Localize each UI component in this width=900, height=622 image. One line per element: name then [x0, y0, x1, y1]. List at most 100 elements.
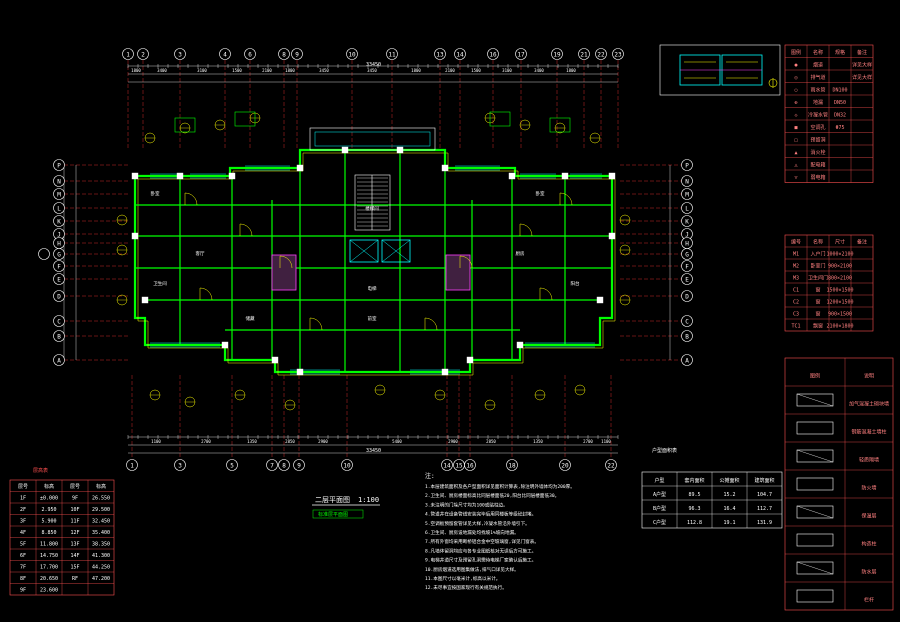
table-cell: 23.600 [40, 588, 58, 594]
column [561, 172, 569, 180]
dim-text-top: 1500 [232, 68, 242, 73]
table-header-cell: 标高 [44, 483, 54, 490]
column [516, 341, 524, 349]
table-cell: 卧室门 [810, 262, 825, 269]
axis-bubble-left [53, 315, 65, 327]
table-header-cell: 名称 [813, 238, 823, 245]
dim-text-top: 1800 [285, 68, 295, 73]
door-swing [459, 255, 473, 269]
column [441, 368, 449, 376]
legend-swatch-hatch [796, 393, 834, 407]
axis-bubble-right [681, 330, 693, 342]
room-label: 前室 [368, 315, 377, 322]
table-cell: 保温层 [861, 513, 876, 520]
column [341, 146, 349, 154]
total-dim-top: 33450 [366, 62, 381, 68]
dim-text-bottom: 1100 [151, 439, 161, 444]
dim-text-top: 2100 [445, 68, 455, 73]
column [396, 146, 404, 154]
door-swing [239, 223, 253, 237]
note-line: 7.所有外窗均采用断桥铝合金中空玻璃窗,详见门窗表。 [425, 538, 539, 545]
axis-bubble-left [53, 202, 65, 214]
table-cell: C户型 [653, 519, 666, 526]
column [608, 232, 616, 240]
axis-bubble-bottom [174, 459, 186, 471]
axis-bubble-top [291, 48, 303, 60]
dim-text-top: 1800 [411, 68, 421, 73]
column [466, 356, 474, 364]
shaft [271, 254, 297, 291]
axis-bubble-right [681, 188, 693, 200]
axis-bubble-bottom [126, 459, 138, 471]
table-cell: 栏杆 [864, 597, 874, 604]
table-cell: DN32 [834, 112, 846, 118]
table-header-cell: 说明 [864, 373, 874, 380]
table-header-cell: 套内面积 [684, 477, 704, 484]
table-cell: 6F [20, 553, 26, 559]
axis-label-bottom: 9 [297, 463, 301, 470]
annotation-box [174, 117, 196, 133]
table-cell: ◎ [794, 75, 797, 81]
dim-text-top: 3400 [534, 68, 544, 73]
table-cell: 9F [72, 496, 78, 502]
table-cell: 19.1 [723, 520, 735, 526]
axis-bubble-bottom [226, 459, 238, 471]
subtitle-box [312, 509, 364, 519]
floor-plan: 卧室卧室客厅厨房卫生间阳台电梯楼梯间前室储藏 [116, 111, 631, 411]
legend-swatch [796, 393, 834, 407]
axis-label-right: L [685, 206, 689, 213]
table-cell: 钢筋混凝土墙柱 [851, 429, 886, 436]
table-cell: 卫生间门 [808, 274, 828, 281]
table-cell: 131.9 [757, 520, 772, 526]
axis-bubble-bottom [506, 459, 518, 471]
axis-label-bottom: 5 [230, 463, 234, 470]
note-line: 10.厨房烟道选用图集做法,排气口详见大样。 [425, 566, 519, 573]
table-cell: 地漏 [813, 99, 823, 106]
door-swing [519, 223, 533, 237]
axis-bubble-left [53, 260, 65, 272]
legend-swatch [796, 477, 834, 491]
dim-text-bottom: 2850 [285, 439, 295, 444]
axis-label-left: P [57, 163, 61, 170]
table-cell: 4F [20, 530, 26, 536]
table-cell: 112.7 [757, 506, 772, 512]
table-cell: C3 [793, 311, 799, 317]
table-cell: ■ [794, 125, 797, 131]
column [176, 172, 184, 180]
axis-bubble-top [515, 48, 527, 60]
table-cell: 89.5 [688, 492, 700, 498]
table-cell: □ [794, 137, 797, 143]
table-cell: M2 [793, 263, 799, 269]
legend-swatch-hatch [796, 449, 834, 463]
axis-bubble-top [278, 48, 290, 60]
table-cell: 3F [20, 519, 26, 525]
dim-text-top: 3100 [502, 68, 512, 73]
table-cell: 窗 [815, 310, 820, 317]
axis-label-left: C [57, 319, 61, 326]
axis-bubble-bottom [293, 459, 305, 471]
table-cell: 详见大样 [852, 61, 872, 68]
table-cell: 14F [70, 553, 79, 559]
table-header-cell: 标高 [96, 483, 106, 490]
dim-text-top: 1500 [471, 68, 481, 73]
room-label: 卫生间 [153, 280, 167, 287]
table-cell: 防水层 [861, 569, 876, 576]
axis-label-left: E [57, 277, 61, 284]
table-cell: 防火墙 [861, 485, 876, 492]
column [131, 232, 139, 240]
table-cell: 配电箱 [810, 161, 825, 168]
total-dim-bottom: 33450 [366, 448, 381, 454]
axis-bubble-right [681, 175, 693, 187]
axis-bubble-left-extra [38, 248, 50, 260]
axis-label-right: G [685, 252, 689, 259]
dim-text-top: 1800 [566, 68, 576, 73]
legend-table-bottom: 图例说明加气混凝土砌块墙钢筋混凝土墙柱轻质隔墙防火墙保温层构造柱防水层栏杆 [784, 357, 894, 611]
column [221, 341, 229, 349]
column [608, 172, 616, 180]
dim-text-top: 3450 [367, 68, 377, 73]
axis-bubble-right [681, 315, 693, 327]
axis-bubble-top [578, 48, 590, 60]
